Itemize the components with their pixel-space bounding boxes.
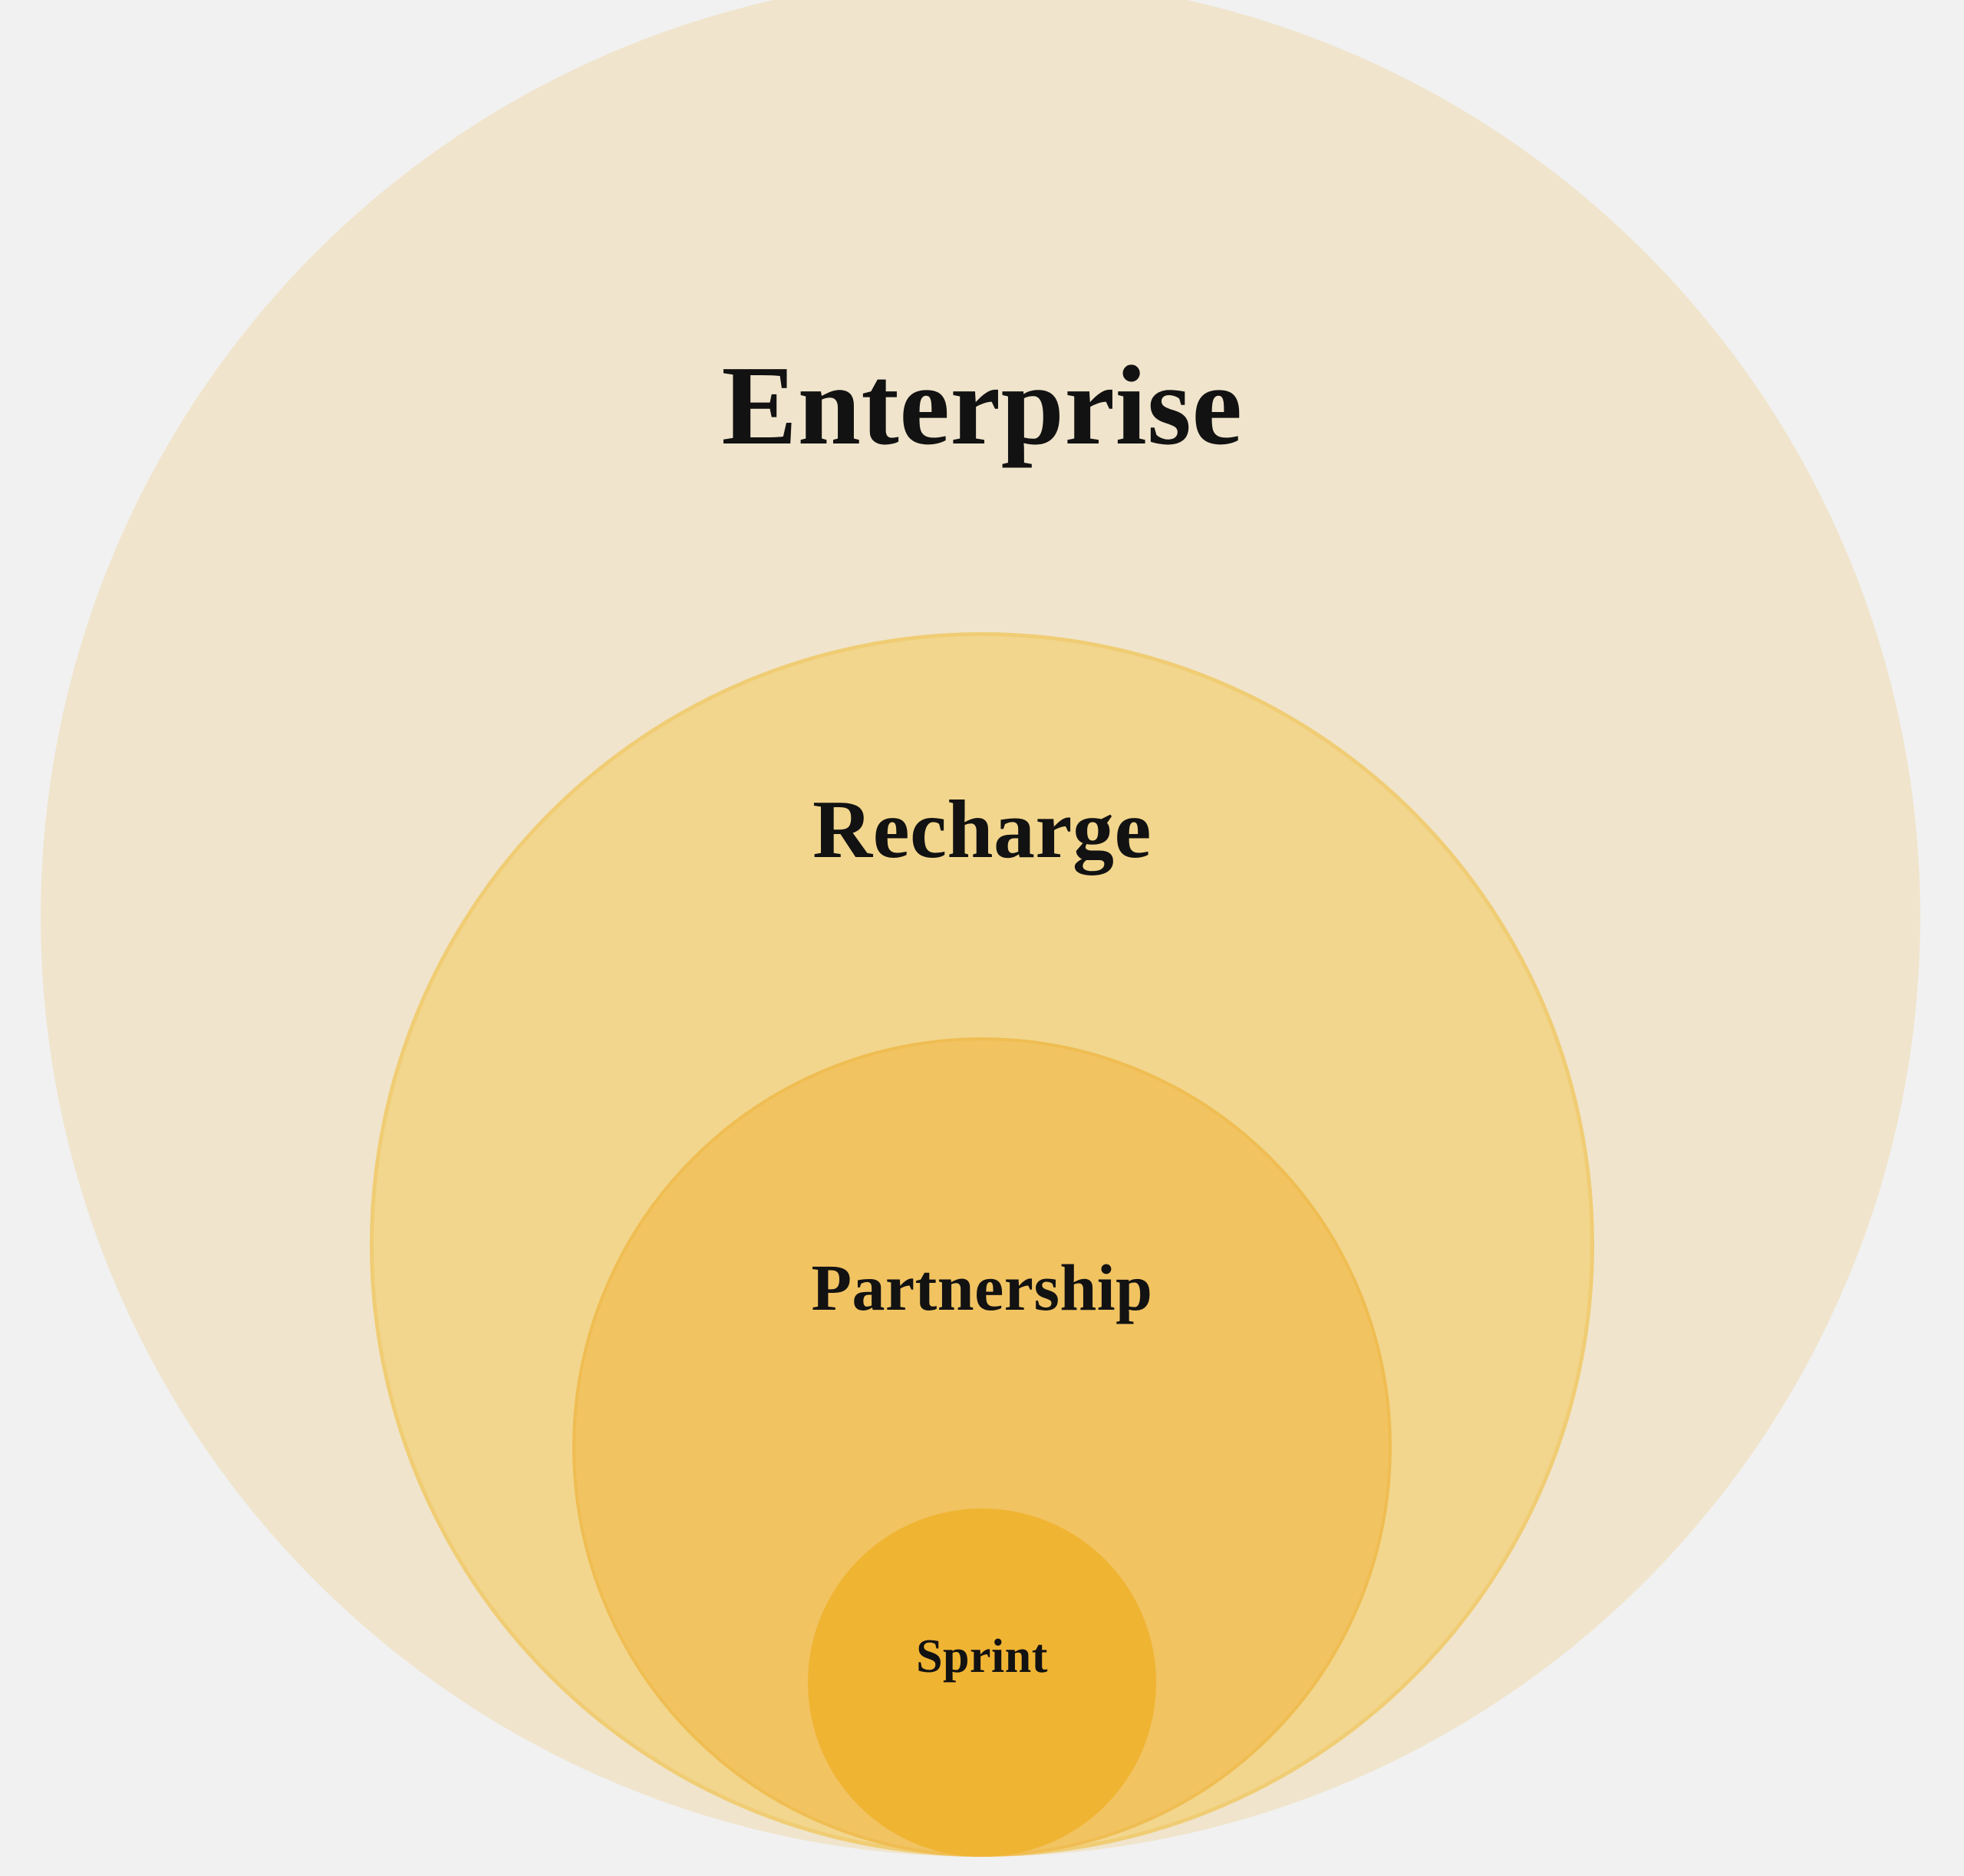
label-recharge: Recharge xyxy=(812,784,1152,875)
label-sprint: Sprint xyxy=(916,1630,1048,1683)
label-partnership: Partnership xyxy=(811,1251,1153,1324)
label-enterprise: Enterprise xyxy=(721,343,1243,469)
circle-sprint[interactable] xyxy=(808,1508,1156,1857)
